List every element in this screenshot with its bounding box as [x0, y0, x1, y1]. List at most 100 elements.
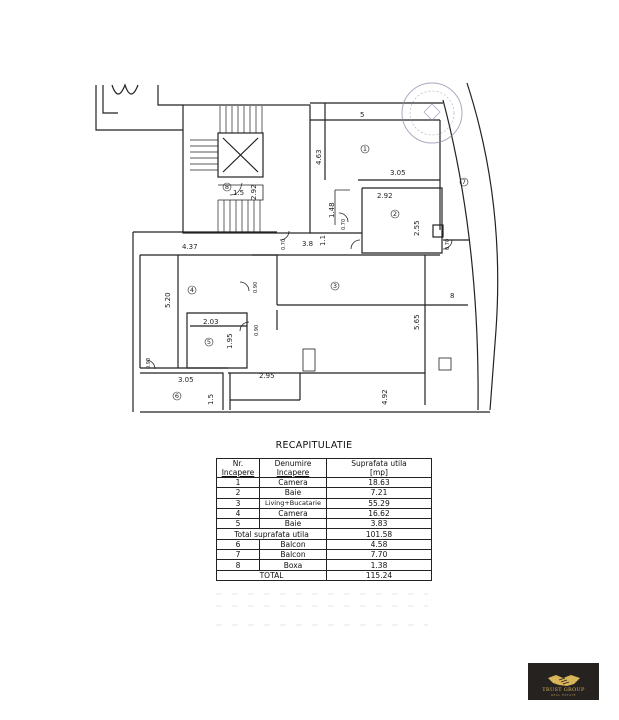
logo-name: TRUST GROUP — [542, 687, 585, 693]
recap-title: RECAPITULATIE — [275, 440, 353, 451]
door-dim-3: 0.70 — [445, 239, 451, 250]
cell-nr: 1 — [216, 476, 260, 489]
dim-hall-38: 3.8 — [302, 240, 313, 248]
room-number-6: 6 — [175, 392, 179, 400]
room-number-3: 3 — [333, 282, 337, 290]
dim-living-492: 4.92 — [381, 389, 389, 405]
room-number-5: 5 — [207, 338, 211, 346]
cell-area: 16.62 — [326, 507, 432, 520]
shaft — [432, 224, 444, 238]
header-nr-line1: Nr. — [232, 459, 244, 468]
scan-artifacts — [216, 593, 428, 626]
stairs-upper — [219, 106, 263, 133]
dim-hall-148: 1.48 — [328, 202, 336, 218]
dim-r2-width: 2.92 — [377, 192, 393, 200]
door-dim-4: 0.90 — [253, 282, 259, 293]
subtotal-area: 101.58 — [326, 528, 432, 540]
dim-r5-height: 1.95 — [226, 333, 234, 349]
cell-name: Living+Bucatarie — [259, 497, 327, 509]
elevator-shaft — [217, 132, 264, 178]
dim-stair-15: 1.5 — [233, 189, 244, 197]
cell-name: Baie — [259, 487, 327, 499]
elevator-cross-icon — [222, 137, 259, 173]
door-swings — [145, 212, 453, 370]
header-area: Suprafata utila[mp] — [326, 458, 432, 478]
cell-area: 7.21 — [326, 487, 432, 499]
header-area-line2: [mp] — [370, 468, 388, 477]
cell-area: 55.29 — [326, 497, 432, 509]
stairs-left — [190, 139, 218, 171]
total-area: 115.24 — [326, 569, 432, 581]
wall-curved-inner — [442, 99, 479, 411]
dim-b6-width: 3.05 — [178, 376, 194, 384]
dim-living-565: 5.65 — [413, 314, 421, 330]
header-name-line2: Incapere — [276, 468, 310, 477]
subtotal-label: Total suprafata utila — [216, 528, 327, 540]
notary-stamp — [401, 82, 463, 144]
cell-nr: 6 — [216, 538, 260, 551]
balcony-7-outline — [466, 82, 499, 411]
dim-living-295: 2.95 — [259, 372, 275, 380]
cell-name: Balcon — [259, 549, 327, 561]
room-number-7: 7 — [462, 178, 466, 186]
room-number-1: 1 — [363, 145, 367, 153]
cell-area: 3.83 — [326, 518, 432, 530]
dim-r5-width: 2.03 — [203, 318, 219, 326]
cell-name: Baie — [259, 518, 327, 530]
cell-nr: 5 — [216, 518, 260, 530]
balcony-6-outline — [140, 372, 224, 410]
cell-nr: 4 — [216, 507, 260, 520]
cell-nr: 3 — [216, 497, 260, 509]
logo-subtitle: REAL ESTATE — [550, 693, 577, 697]
door-dim-6: 0.90 — [146, 358, 152, 369]
total-label: TOTAL — [216, 569, 327, 581]
dim-stair-292: 2.92 — [250, 184, 258, 200]
cell-name: Camera — [259, 507, 327, 520]
column — [302, 348, 316, 372]
wall-room1 — [310, 102, 443, 254]
stairs-lower — [217, 200, 261, 232]
header-area-line1: Suprafata utila — [351, 459, 407, 468]
header-name-line1: Denumire — [274, 459, 312, 468]
room-number-2: 2 — [393, 210, 397, 218]
cell-nr: 7 — [216, 549, 260, 561]
cell-nr: 2 — [216, 487, 260, 499]
wall-exterior-left — [95, 83, 183, 131]
cell-area: 18.63 — [326, 476, 432, 489]
stair-block — [182, 104, 311, 234]
door-dim-2: 0.70 — [341, 219, 347, 230]
wall-room5 — [186, 312, 248, 369]
cell-name: Balcon — [259, 538, 327, 551]
dim-r4-height: 5.20 — [164, 292, 172, 308]
dim-r4-width: 4.37 — [182, 243, 198, 251]
dim-r2-height: 2.55 — [413, 220, 421, 236]
header-nr: Nr.Incapere — [216, 458, 260, 478]
cell-area: 7.70 — [326, 549, 432, 561]
dim-r1-width: 3.05 — [390, 169, 406, 177]
door-dim-5: 0.90 — [254, 325, 260, 336]
cell-name: Camera — [259, 476, 327, 489]
wall-living — [140, 254, 490, 413]
dim-r1-height: 4.63 — [315, 149, 323, 165]
dim-r1-top: 5 — [360, 111, 364, 119]
cell-name: Boxa — [259, 559, 327, 571]
trust-group-logo: TRUST GROUP REAL ESTATE — [528, 663, 599, 700]
cell-nr: 8 — [216, 559, 260, 571]
header-nr-line2: Incapere — [221, 468, 255, 477]
cell-area: 1.38 — [326, 559, 432, 571]
boxa-8 — [438, 357, 452, 371]
